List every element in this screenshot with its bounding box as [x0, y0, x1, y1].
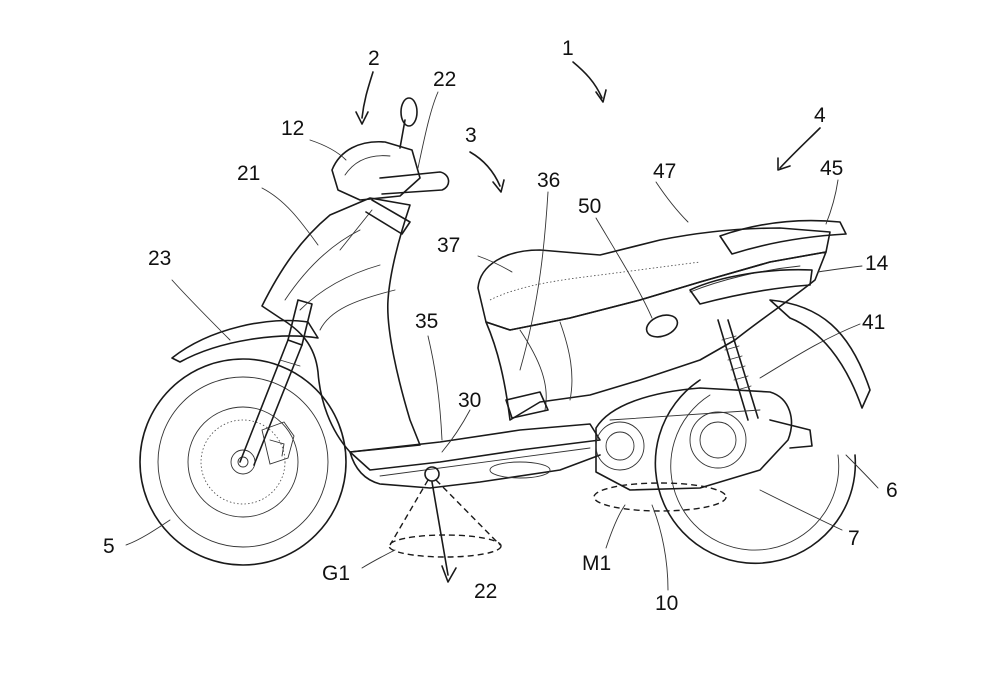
label-floor: 35 — [415, 310, 438, 333]
front-wheel — [140, 359, 346, 565]
label-rear-cover: 47 — [653, 160, 676, 183]
label-rear-wheel: 6 — [886, 479, 898, 502]
label-front-wheel: 5 — [103, 535, 115, 558]
zone-g1-cone — [389, 467, 501, 582]
zone-m1-outline — [594, 483, 726, 511]
label-zone-g1: G1 — [322, 562, 350, 585]
label-rear-shock: 41 — [862, 311, 885, 334]
label-seat: 37 — [437, 234, 460, 257]
label-handlebar: 22 — [433, 68, 456, 91]
label-cone-target: 22 — [474, 580, 497, 603]
label-engine-unit: 7 — [848, 527, 860, 550]
front-shield — [262, 198, 420, 452]
tail-lamp — [690, 270, 812, 304]
engine-unit — [596, 388, 812, 490]
label-engine-region: 10 — [655, 592, 678, 615]
label-tail-lamp: 14 — [865, 252, 889, 275]
label-footboard-point: 30 — [458, 389, 481, 412]
label-body-marker: 50 — [578, 195, 601, 218]
label-headlamp: 12 — [281, 117, 304, 140]
front-mudguard — [172, 321, 318, 363]
label-front-assembly: 2 — [368, 47, 380, 70]
label-mid-body: 3 — [465, 124, 477, 147]
label-grab-rail: 45 — [820, 157, 843, 180]
rear-shock — [718, 320, 758, 420]
label-side-panel: 36 — [537, 169, 560, 192]
floor — [350, 424, 600, 488]
label-rear-assembly: 4 — [814, 104, 826, 127]
body-marker — [644, 311, 681, 341]
label-front-mudguard: 23 — [148, 247, 171, 270]
label-zone-m1: M1 — [582, 552, 611, 575]
label-front-shield: 21 — [237, 162, 260, 185]
label-scooter: 1 — [562, 37, 574, 60]
headset — [332, 98, 449, 234]
rear-mudguard — [770, 300, 870, 408]
